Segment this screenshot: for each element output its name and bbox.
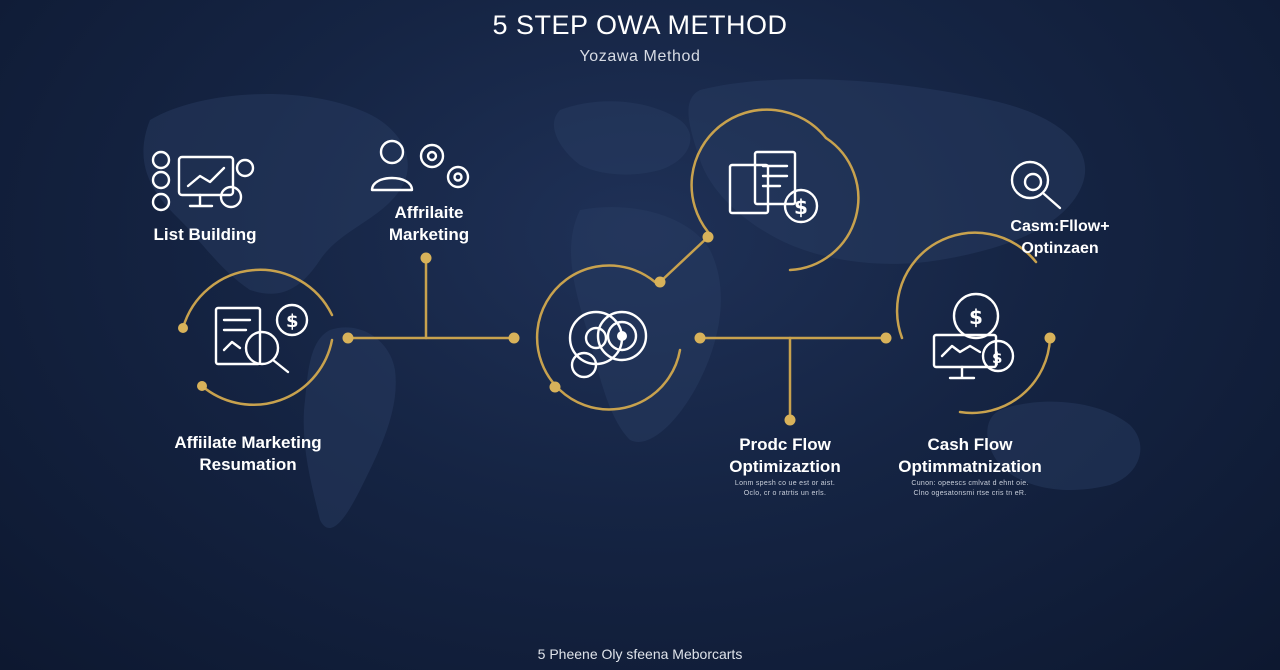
arc-step-top-right: [788, 136, 860, 272]
page-subtitle: Yozawa Method: [579, 48, 701, 65]
footer-caption: 5 Pheene Oly sfeena Meborcarts: [537, 646, 743, 662]
map-south-america: [303, 327, 396, 529]
step-label-cash-flow: Cash Flow Optimmatnization: [898, 435, 1042, 476]
arc-step-left: [181, 268, 334, 330]
step-label-affiliate-resumation: Affiilate Marketing Resumation: [174, 433, 322, 474]
node-dot: [420, 252, 432, 264]
step-label-affiliate-marketing: Affrilaite Marketing: [388, 203, 470, 244]
node-dot: [508, 332, 520, 344]
node-dot: [654, 276, 666, 288]
node-dot: [1044, 332, 1056, 344]
step-label-product-flow: Prodc Flow Optimizaztion: [729, 435, 841, 476]
map-europe: [553, 101, 691, 175]
arc-step-top: [690, 108, 828, 234]
map-north-america: [143, 93, 408, 294]
node-dot: [549, 381, 561, 393]
node-dot: [342, 332, 354, 344]
map-australia: [987, 401, 1141, 490]
node-dot: [784, 414, 796, 426]
page-title: 5 STEP OWA METHOD: [492, 10, 788, 40]
arc-step-left-lower: [200, 338, 334, 406]
connector-center-diagonal: [658, 235, 710, 284]
step-label-cash-flow-top: Casm:Fllow+ Optinzaen: [1010, 218, 1110, 257]
node-dot: [694, 332, 706, 344]
svg-text:$: $: [992, 349, 1002, 367]
svg-text:$: $: [286, 311, 299, 332]
node-dot: [178, 323, 188, 333]
step-description-cash-flow: Cunon: opeescs cmlvat d ehnt oie. Clno o…: [911, 480, 1029, 497]
svg-text:$: $: [794, 195, 808, 219]
node-dot: [880, 332, 892, 344]
step-description-product-flow: Lonm spesh co ue est or aist. Oclo, cr o…: [734, 480, 836, 497]
arc-step-center: [535, 264, 682, 411]
svg-text:$: $: [969, 305, 983, 329]
map-asia: [688, 79, 1086, 264]
node-dot: [702, 231, 714, 243]
arc-step-right: [895, 231, 1038, 340]
step-label-list-building: List Building: [153, 225, 257, 244]
arc-step-right-lower: [958, 336, 1052, 415]
node-dot: [197, 381, 207, 391]
